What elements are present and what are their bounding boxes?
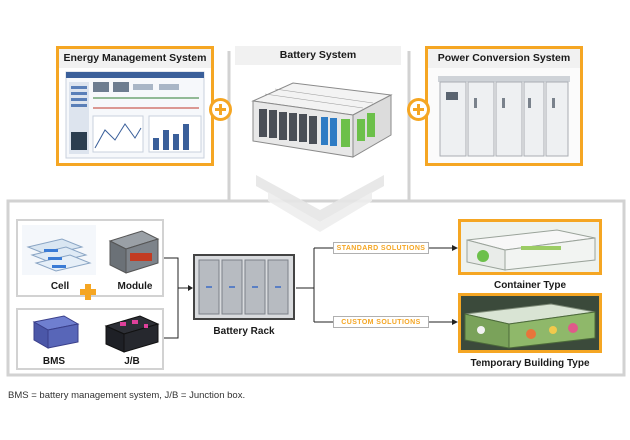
container-image	[461, 222, 599, 272]
battery-rack-label: Battery Rack	[213, 326, 275, 337]
cell-image	[22, 225, 96, 275]
bms-label: BMS	[42, 356, 66, 367]
container-type-panel	[458, 219, 602, 275]
ems-screenshot-image	[65, 71, 205, 159]
module-label: Module	[117, 281, 153, 292]
down-chevrons	[256, 175, 384, 232]
plus-icon-ems-battery	[209, 98, 232, 121]
battery-rack-image	[195, 256, 293, 318]
pcs-cabinet-image	[428, 68, 580, 163]
module-image	[108, 230, 160, 274]
cell-label: Cell	[50, 281, 70, 292]
ems-title: Energy Management System	[59, 49, 211, 68]
battery-container-image	[251, 82, 393, 158]
pcs-title: Power Conversion System	[428, 49, 580, 68]
plus-icon-components	[80, 284, 96, 300]
pcs-panel: Power Conversion System	[425, 46, 583, 166]
battery-system-title: Battery System	[235, 46, 401, 65]
jb-label: J/B	[124, 356, 140, 367]
standard-solutions-label: STANDARD SOLUTIONS	[333, 242, 429, 254]
battery-system-panel: Battery System	[232, 46, 404, 166]
temporary-building-label: Temporary Building Type	[470, 358, 590, 369]
temporary-building-image	[461, 296, 599, 350]
temporary-building-panel	[458, 293, 602, 353]
container-type-label: Container Type	[493, 280, 567, 291]
figure-caption: BMS = battery management system, J/B = J…	[8, 390, 246, 401]
battery-rack-box	[193, 254, 295, 320]
jb-image	[104, 315, 160, 353]
bms-image	[32, 315, 80, 349]
ems-panel: Energy Management System	[56, 46, 214, 166]
bms-jb-box: BMS J/B	[16, 308, 164, 370]
custom-solutions-label: CUSTOM SOLUTIONS	[333, 316, 429, 328]
plus-icon-battery-pcs	[407, 98, 430, 121]
